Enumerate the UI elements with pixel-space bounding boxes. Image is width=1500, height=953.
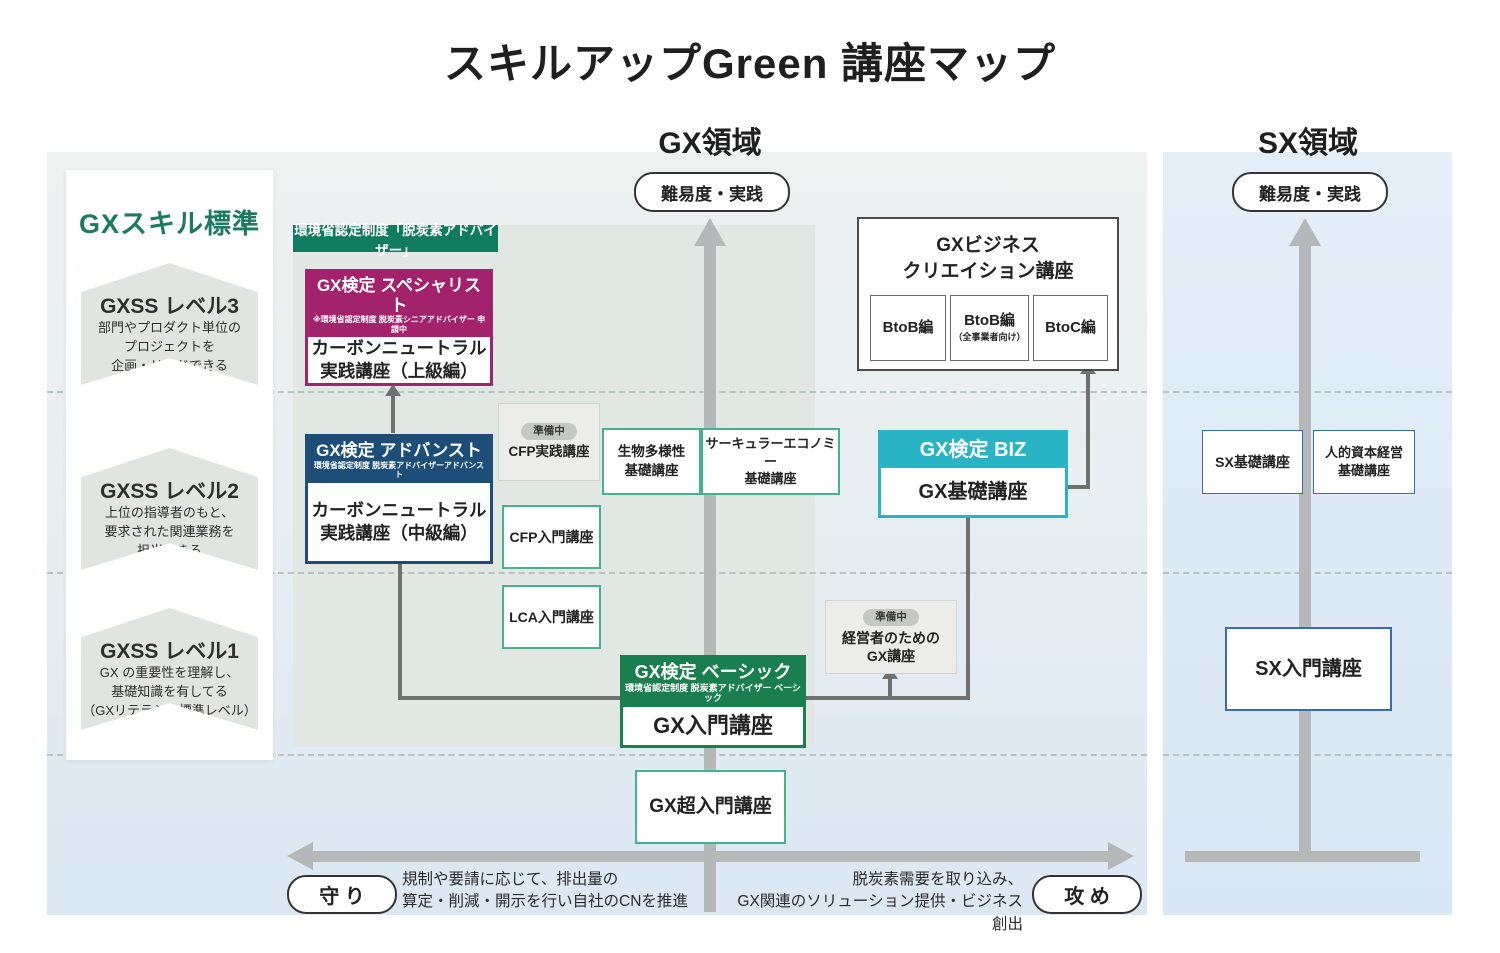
sx-difficulty-pill: 難易度・実践 <box>1232 172 1388 212</box>
gx-cert-basic-title: GX検定 ベーシック <box>634 662 792 682</box>
edition-btob-all-note: （全事業者向け） <box>953 331 1026 342</box>
gx-cert-specialist-title: GX検定 スペシャリスト <box>316 276 482 315</box>
gx-cert-specialist-box: GX検定 スペシャリスト ※環境省認定制度 脱炭素シニアアドバイザー 申請中 カ… <box>305 269 493 386</box>
connector-biz-to-creation-horizontal <box>1062 485 1090 489</box>
sx-vertical-axis <box>1299 246 1311 855</box>
gx-cert-basic-subtitle: 環境省認定制度 脱炭素アドバイザー ベーシック <box>625 682 801 704</box>
course-cfp-practice-box: 準備中 CFP実践講座 <box>498 403 600 481</box>
gx-skill-standard-title: GXスキル標準 <box>78 209 260 239</box>
gx-cert-specialist-header: GX検定 スペシャリスト ※環境省認定制度 脱炭素シニアアドバイザー 申請中 <box>308 272 490 338</box>
env-cert-ribbon: 環境省認定制度「脱炭素アドバイザー」 <box>293 222 498 258</box>
gx-level1-divider <box>47 754 1147 756</box>
offense-pill: 攻 め <box>1032 875 1142 914</box>
gxss-level3-chevron: GXSS レベル3 部門やプロダクト単位の プロジェクトを 企画・リードできる <box>81 263 258 385</box>
sx-axis-up-arrowhead-icon <box>1289 218 1321 246</box>
connector-biz-to-creation-vertical <box>1086 373 1090 489</box>
course-carbon-neutral-intermediate-edition: カーボンニュートラル 実践講座（中級編） <box>311 500 487 543</box>
edition-btoc-label: BtoC編 <box>1045 318 1096 336</box>
edition-btob-label: BtoB編 <box>882 318 934 336</box>
connector-branch-to-executives <box>888 678 892 700</box>
gx-cert-biz-box: GX検定 BIZ GX基礎講座 <box>878 430 1068 518</box>
course-gx-super-intro-box: GX超入門講座 <box>635 770 786 844</box>
edition-btob-box: BtoB編 <box>870 295 946 361</box>
course-circular-economy-box: サーキュラーエコノミー 基礎講座 <box>701 428 840 495</box>
connector-basic-to-biz-horizontal <box>800 696 970 700</box>
gx-skill-standard-panel: GXスキル標準 GXSS レベル3 部門やプロダクト単位の プロジェクトを 企画… <box>66 170 273 760</box>
arrow-to-specialist-icon <box>385 384 401 396</box>
edition-btob-all-box: BtoB編 （全事業者向け） <box>950 295 1029 361</box>
gxss-level3-name: GXSS レベル3 <box>100 295 239 318</box>
gxss-level2-desc: 上位の指導者のもと、 要求された関連業務を 担当できる <box>104 505 235 558</box>
offense-description: 脱炭素需要を取り込み、 GX関連のソリューション提供・ビジネス創出 <box>737 871 1023 933</box>
gxss-level2-name: GXSS レベル2 <box>100 480 239 503</box>
connector-advanced-to-specialist <box>391 395 395 433</box>
gx-level2-divider <box>47 572 1147 574</box>
gx-axis-right-arrowhead-icon <box>1108 842 1134 870</box>
gx-cert-biz-title: GX検定 BIZ <box>919 439 1027 461</box>
gxss-level3-desc: 部門やプロダクト単位の プロジェクトを 企画・リードできる <box>97 320 241 373</box>
gx-region-label: GX領域 <box>658 127 762 160</box>
gxss-level1-name: GXSS レベル1 <box>100 640 239 663</box>
preparing-badge: 準備中 <box>521 423 577 441</box>
course-carbon-neutral-advanced-edition: カーボンニュートラル 実践講座（上級編） <box>311 338 487 382</box>
connector-basic-to-biz-vertical <box>966 516 970 700</box>
gx-axis-left-arrowhead-icon <box>287 842 313 870</box>
defense-description: 規制や要請に応じて、排出量の 算定・削減・開示を行い自社のCNを推進 <box>402 871 688 911</box>
edition-btob-all-label: BtoB編 <box>964 312 1015 330</box>
gx-cert-advanced-header: GX検定 アドバンスト 環境省認定制度 脱炭素アドバイザーアドバンスト <box>308 437 490 483</box>
gx-level3-divider <box>47 391 1147 393</box>
gx-business-creation-title: GXビジネス クリエイション講座 <box>902 235 1074 282</box>
gx-cert-biz-header: GX検定 BIZ <box>881 433 1065 468</box>
course-executives-gx-label: 経営者のための GX講座 <box>842 629 940 664</box>
connector-basic-to-advanced-vertical <box>398 563 402 700</box>
page-title: スキルアップGreen 講座マップ <box>443 40 1057 87</box>
course-gx-intro: GX入門講座 <box>653 712 773 738</box>
connector-basic-to-advanced-horizontal <box>398 696 620 700</box>
course-lca-intro-box: LCA入門講座 <box>502 585 601 649</box>
gx-cert-basic-box: GX検定 ベーシック 環境省認定制度 脱炭素アドバイザー ベーシック GX入門講… <box>620 655 806 748</box>
course-sx-intro-box: SX入門講座 <box>1225 627 1392 711</box>
gx-cert-advanced-title: GX検定 アドバンスト <box>316 441 482 460</box>
gx-cert-basic-header: GX検定 ベーシック 環境省認定制度 脱炭素アドバイザー ベーシック <box>623 658 803 708</box>
course-cfp-intro-box: CFP入門講座 <box>502 505 601 569</box>
gx-difficulty-pill: 難易度・実践 <box>634 172 790 212</box>
gx-axis-up-arrowhead-icon <box>694 218 726 246</box>
course-cfp-practice-label: CFP実践講座 <box>508 444 590 460</box>
course-human-capital-box: 人的資本経営 基礎講座 <box>1313 430 1415 494</box>
gxss-level1-chevron: GXSS レベル1 GX の重要性を理解し、 基礎知識を有してる （GXリテラシ… <box>81 608 258 730</box>
defense-pill: 守 り <box>287 875 397 914</box>
gxss-level1-desc: GX の重要性を理解し、 基礎知識を有してる （GXリテラシー標準レベル） <box>82 665 257 718</box>
gxss-level2-chevron: GXSS レベル2 上位の指導者のもと、 要求された関連業務を 担当できる <box>81 448 258 570</box>
sx-region-label: SX領域 <box>1257 127 1359 160</box>
gx-cert-advanced-box: GX検定 アドバンスト 環境省認定制度 脱炭素アドバイザーアドバンスト カーボン… <box>305 434 493 564</box>
course-sx-basic-box: SX基礎講座 <box>1202 430 1303 494</box>
gx-horizontal-axis <box>310 851 1110 862</box>
course-executives-gx-box: 準備中 経営者のための GX講座 <box>825 600 957 674</box>
gx-business-creation-box: GXビジネス クリエイション講座 BtoB編 BtoB編 （全事業者向け） Bt… <box>857 217 1119 371</box>
sx-horizontal-baseline <box>1185 851 1420 862</box>
edition-btoc-box: BtoC編 <box>1033 295 1108 361</box>
course-biodiversity-box: 生物多様性 基礎講座 <box>602 428 701 495</box>
gx-cert-specialist-subtitle: ※環境省認定制度 脱炭素シニアアドバイザー 申請中 <box>312 315 486 334</box>
course-gx-foundation: GX基礎講座 <box>918 480 1028 503</box>
preparing-badge: 準備中 <box>863 609 919 626</box>
gx-cert-advanced-subtitle: 環境省認定制度 脱炭素アドバイザーアドバンスト <box>313 460 485 480</box>
